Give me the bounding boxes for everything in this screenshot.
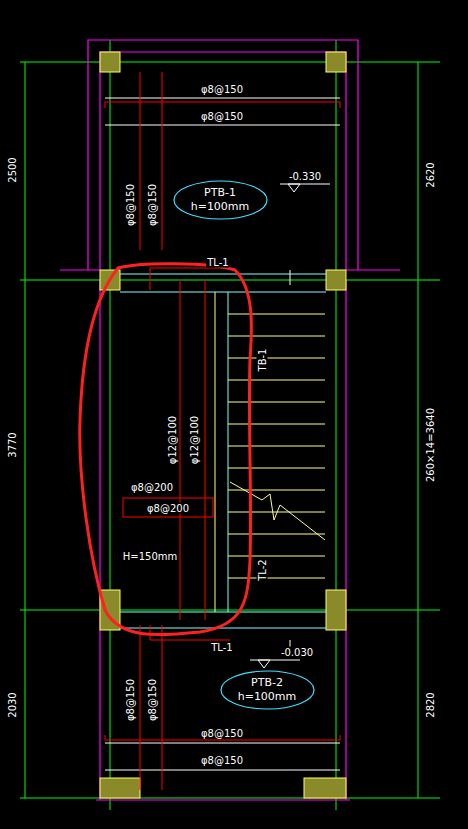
slab-tag-ellipse: PTB-1h=100mm <box>173 180 268 220</box>
rebar-label: φ8@150 <box>200 755 244 766</box>
dimension-text: 260×14=3640 <box>425 407 436 483</box>
stair-tread <box>228 380 325 381</box>
annotation: -0.330 <box>288 171 322 182</box>
rebar-label: φ8@150 <box>200 728 244 739</box>
stair-tread <box>228 490 325 491</box>
rebar-label: φ8@150 <box>125 183 136 227</box>
rebar-label: φ12@100 <box>189 415 200 465</box>
slab-tag-text: PTB-1 <box>173 186 268 200</box>
rebar-label: φ8@150 <box>147 183 158 227</box>
annotation: TL-2 <box>257 558 268 581</box>
dimension-text: 3770 <box>7 431 18 458</box>
stair-tread <box>228 446 325 447</box>
stair-tread <box>228 468 325 469</box>
stair-tread <box>228 402 325 403</box>
stair-tread <box>228 424 325 425</box>
stair-tread <box>228 534 325 535</box>
slab-tag-text: h=100mm <box>173 200 268 214</box>
stair-tread <box>228 578 325 579</box>
rebar-label: φ8@150 <box>200 111 244 122</box>
slab-tag-text: PTB-2 <box>220 676 315 690</box>
rebar-label: φ8@150 <box>200 84 244 95</box>
stair-tread <box>228 314 325 315</box>
rebar-label: φ12@100 <box>167 415 178 465</box>
stair-tread <box>228 512 325 513</box>
stair-tread <box>228 556 325 557</box>
slab-tag-text: h=100mm <box>220 690 315 704</box>
annotation: TL-1 <box>206 257 229 268</box>
rebar-label: φ8@150 <box>147 678 158 722</box>
slab-tag-ellipse: PTB-2h=100mm <box>220 670 315 710</box>
dimension-text: 2620 <box>425 161 436 188</box>
rebar-label: φ8@150 <box>125 678 136 722</box>
annotation: TB-1 <box>257 348 268 373</box>
dimension-text: 2820 <box>425 691 436 718</box>
stair-tread <box>228 358 325 359</box>
annotation: H=150mm <box>122 551 178 562</box>
annotation: -0.030 <box>280 647 314 658</box>
rebar-label: φ8@200 <box>146 503 190 514</box>
dimension-text: 2030 <box>7 691 18 718</box>
stair-tread <box>228 336 325 337</box>
annotation: TL-1 <box>210 642 233 653</box>
rebar-label: φ8@200 <box>130 482 174 493</box>
dimension-text: 2500 <box>7 156 18 183</box>
